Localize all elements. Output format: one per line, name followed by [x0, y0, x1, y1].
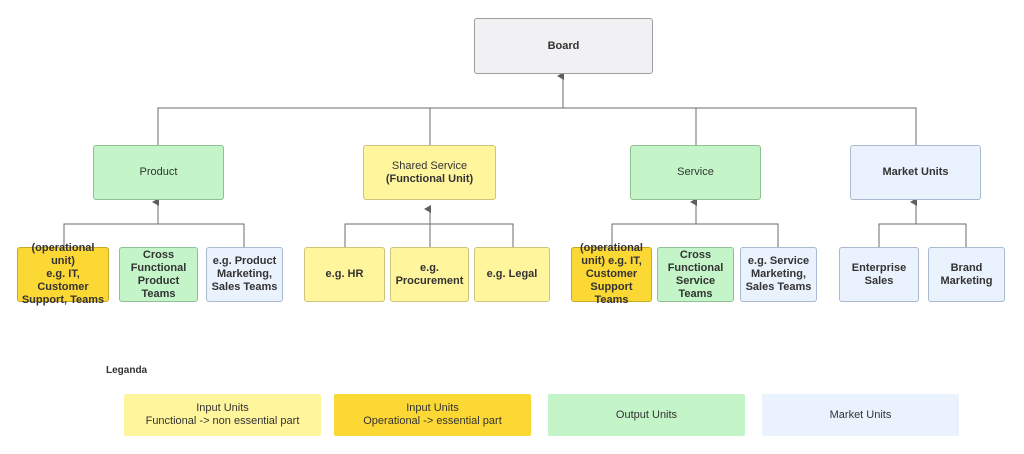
service-node[interactable]: Service — [630, 145, 761, 200]
enterprise-sales-node[interactable]: Enterprise Sales — [839, 247, 919, 302]
shared-service-node[interactable]: Shared Service (Functional Unit) — [363, 145, 496, 200]
legend-output-units: Output Units — [548, 394, 745, 436]
legal-node[interactable]: e.g. Legal — [474, 247, 550, 302]
procurement-node[interactable]: e.g. Procurement — [390, 247, 469, 302]
board-node[interactable]: Board — [474, 18, 653, 74]
legend-market-units: Market Units — [762, 394, 959, 436]
product-operational-unit-node[interactable]: (operational unit) e.g. IT, Customer Sup… — [17, 242, 109, 306]
service-marketing-node[interactable]: e.g. Service Marketing, Sales Teams — [740, 247, 817, 302]
market-sub-line — [878, 223, 967, 247]
brand-marketing-node[interactable]: Brand Marketing — [928, 247, 1005, 302]
shared-sub-line — [344, 223, 514, 247]
product-node[interactable]: Product — [93, 145, 224, 200]
service-cross-functional-node[interactable]: Cross Functional Service Teams — [657, 247, 734, 302]
product-cross-functional-node[interactable]: Cross Functional Product Teams — [119, 247, 198, 302]
market-units-node[interactable]: Market Units — [850, 145, 981, 200]
top-branch-line — [157, 107, 917, 145]
service-operational-unit-node[interactable]: (operational unit) e.g. IT, Customer Sup… — [571, 242, 652, 306]
hr-node[interactable]: e.g. HR — [304, 247, 385, 302]
product-sub-line — [63, 223, 245, 247]
legend-operational-input-units: Input Units Operational -> essential par… — [334, 394, 531, 436]
shared-service-label: Shared Service — [391, 159, 468, 172]
legend-title: Leganda — [106, 365, 148, 376]
shared-service-sublabel: (Functional Unit) — [385, 172, 474, 185]
legend-functional-input-units: Input Units Functional -> non essential … — [124, 394, 321, 436]
service-sub-line — [611, 223, 779, 247]
product-marketing-node[interactable]: e.g. Product Marketing, Sales Teams — [206, 247, 283, 302]
